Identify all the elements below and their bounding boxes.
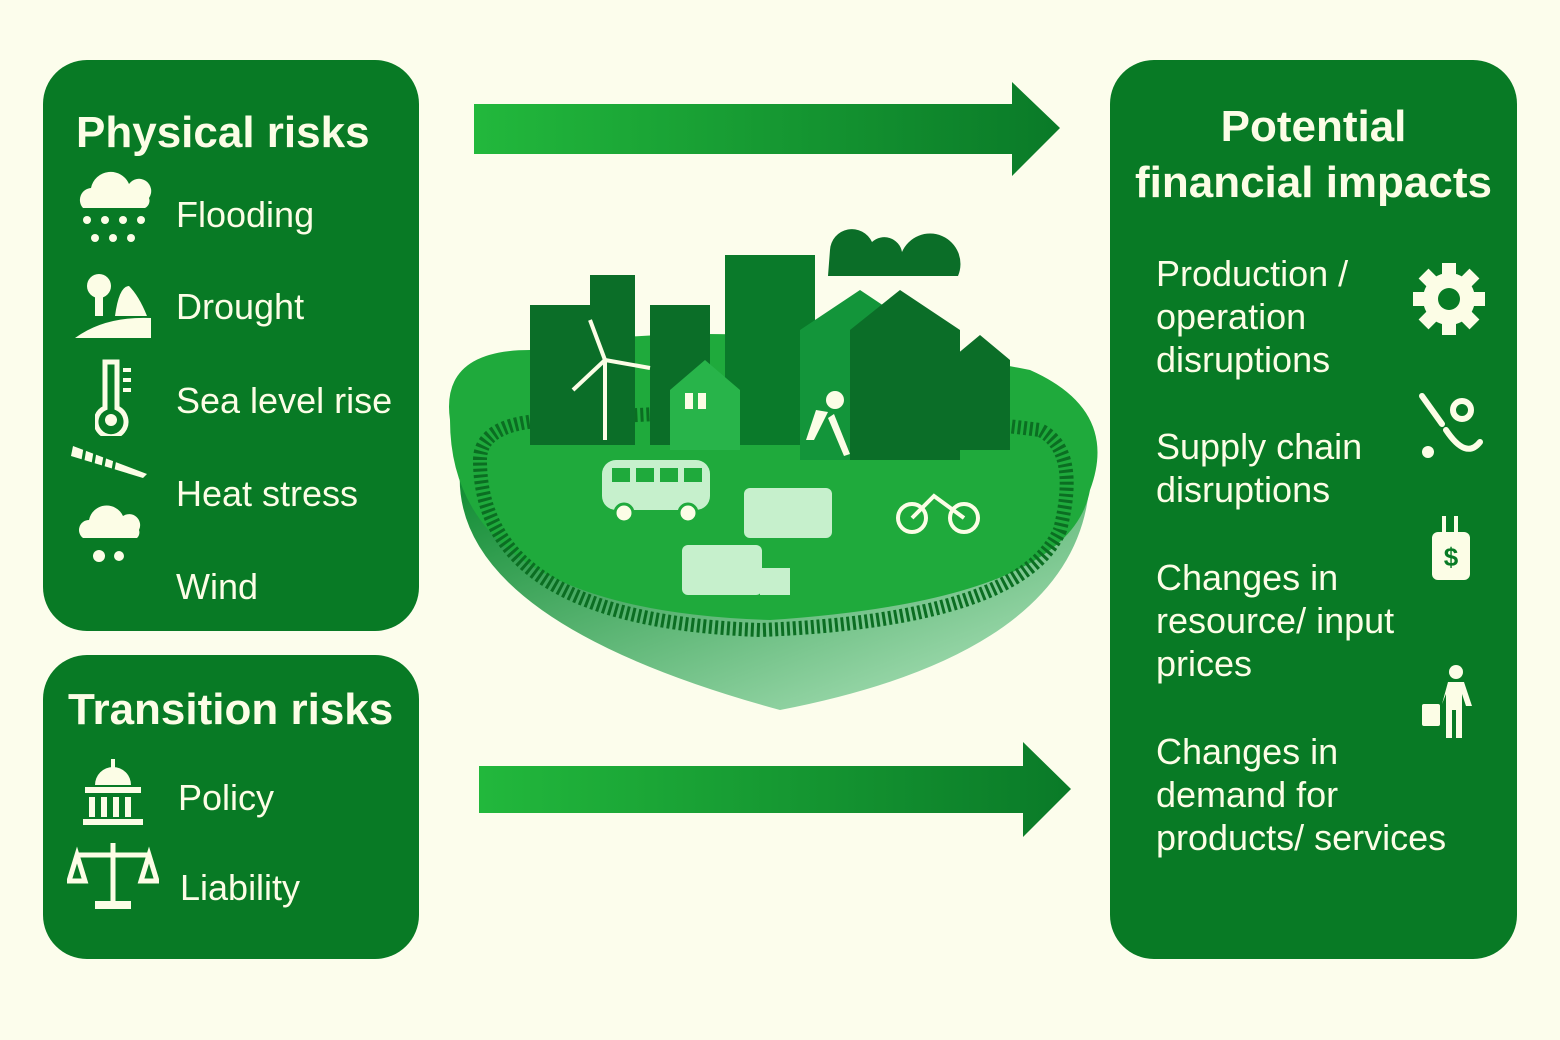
recycling-bin [744,488,832,538]
physical-risks-title: Physical risks [76,108,370,157]
thermometer-icon [95,358,135,436]
risk-item-sea-level-rise: Sea level rise [176,380,393,421]
impact-item-resource-prices: Changes in resource/ input prices [1156,556,1456,685]
walking-person [806,391,850,456]
top-arrow [474,82,1060,176]
bus [602,460,710,524]
impact-line: disruptions [1156,339,1331,380]
impact-line: demand for [1156,774,1339,815]
buildings [530,255,1010,460]
risk-item-wind: Wind [176,566,259,607]
bottom-arrow [479,742,1071,837]
financial-impacts-title-line2: financial impacts [1134,158,1492,207]
impact-line: Changes in [1156,557,1339,598]
green-city-island-illustration [449,229,1098,710]
impact-item-demand: Changes in demand for products/ services [1156,730,1496,859]
recycling-truck [682,545,762,595]
cloud-drops-icon [77,500,147,568]
risk-item-policy: Policy [178,777,275,818]
impact-line: prices [1156,643,1253,684]
impact-line: disruptions [1156,469,1331,510]
cyclist [896,493,980,534]
impact-line: Changes in [1156,731,1339,772]
financial-impacts-panel: Potential financial impacts Production /… [1110,60,1517,959]
cloud-shape [828,229,961,276]
impact-line: resource/ input [1156,600,1395,641]
price-tag-icon: $ [1430,516,1472,582]
gear-icon [1412,262,1486,336]
risk-item-drought: Drought [176,286,305,327]
impact-line: Supply chain [1156,426,1363,467]
financial-impacts-title-line1: Potential [1220,102,1407,151]
drought-landscape-icon [75,272,151,340]
risk-item-heat-stress: Heat stress [176,473,359,514]
rain-cloud-icon [73,170,155,248]
transition-risks-title: Transition risks [68,685,394,734]
wind-gust-icon [71,444,149,478]
risk-item-flooding: Flooding [176,194,315,235]
scales-icon [67,841,159,913]
impact-line: Production / [1156,253,1349,294]
shopper-icon [1420,664,1480,740]
transition-risks-panel: Transition risks Policy Liability [43,655,419,959]
wind-turbine [571,319,651,440]
impact-line: products/ services [1156,817,1447,858]
impact-item-supply-chain: Supply chain disruptions [1156,425,1456,511]
impact-item-production: Production / operation disruptions [1156,252,1456,381]
physical-risks-panel: Physical risks Flooding Drought Sea leve… [43,60,419,631]
risk-item-liability: Liability [180,867,301,908]
impact-line: operation [1156,296,1307,337]
svg-text:$: $ [1444,542,1459,572]
chain-link-icon [1416,390,1484,462]
government-building-icon [81,759,145,827]
